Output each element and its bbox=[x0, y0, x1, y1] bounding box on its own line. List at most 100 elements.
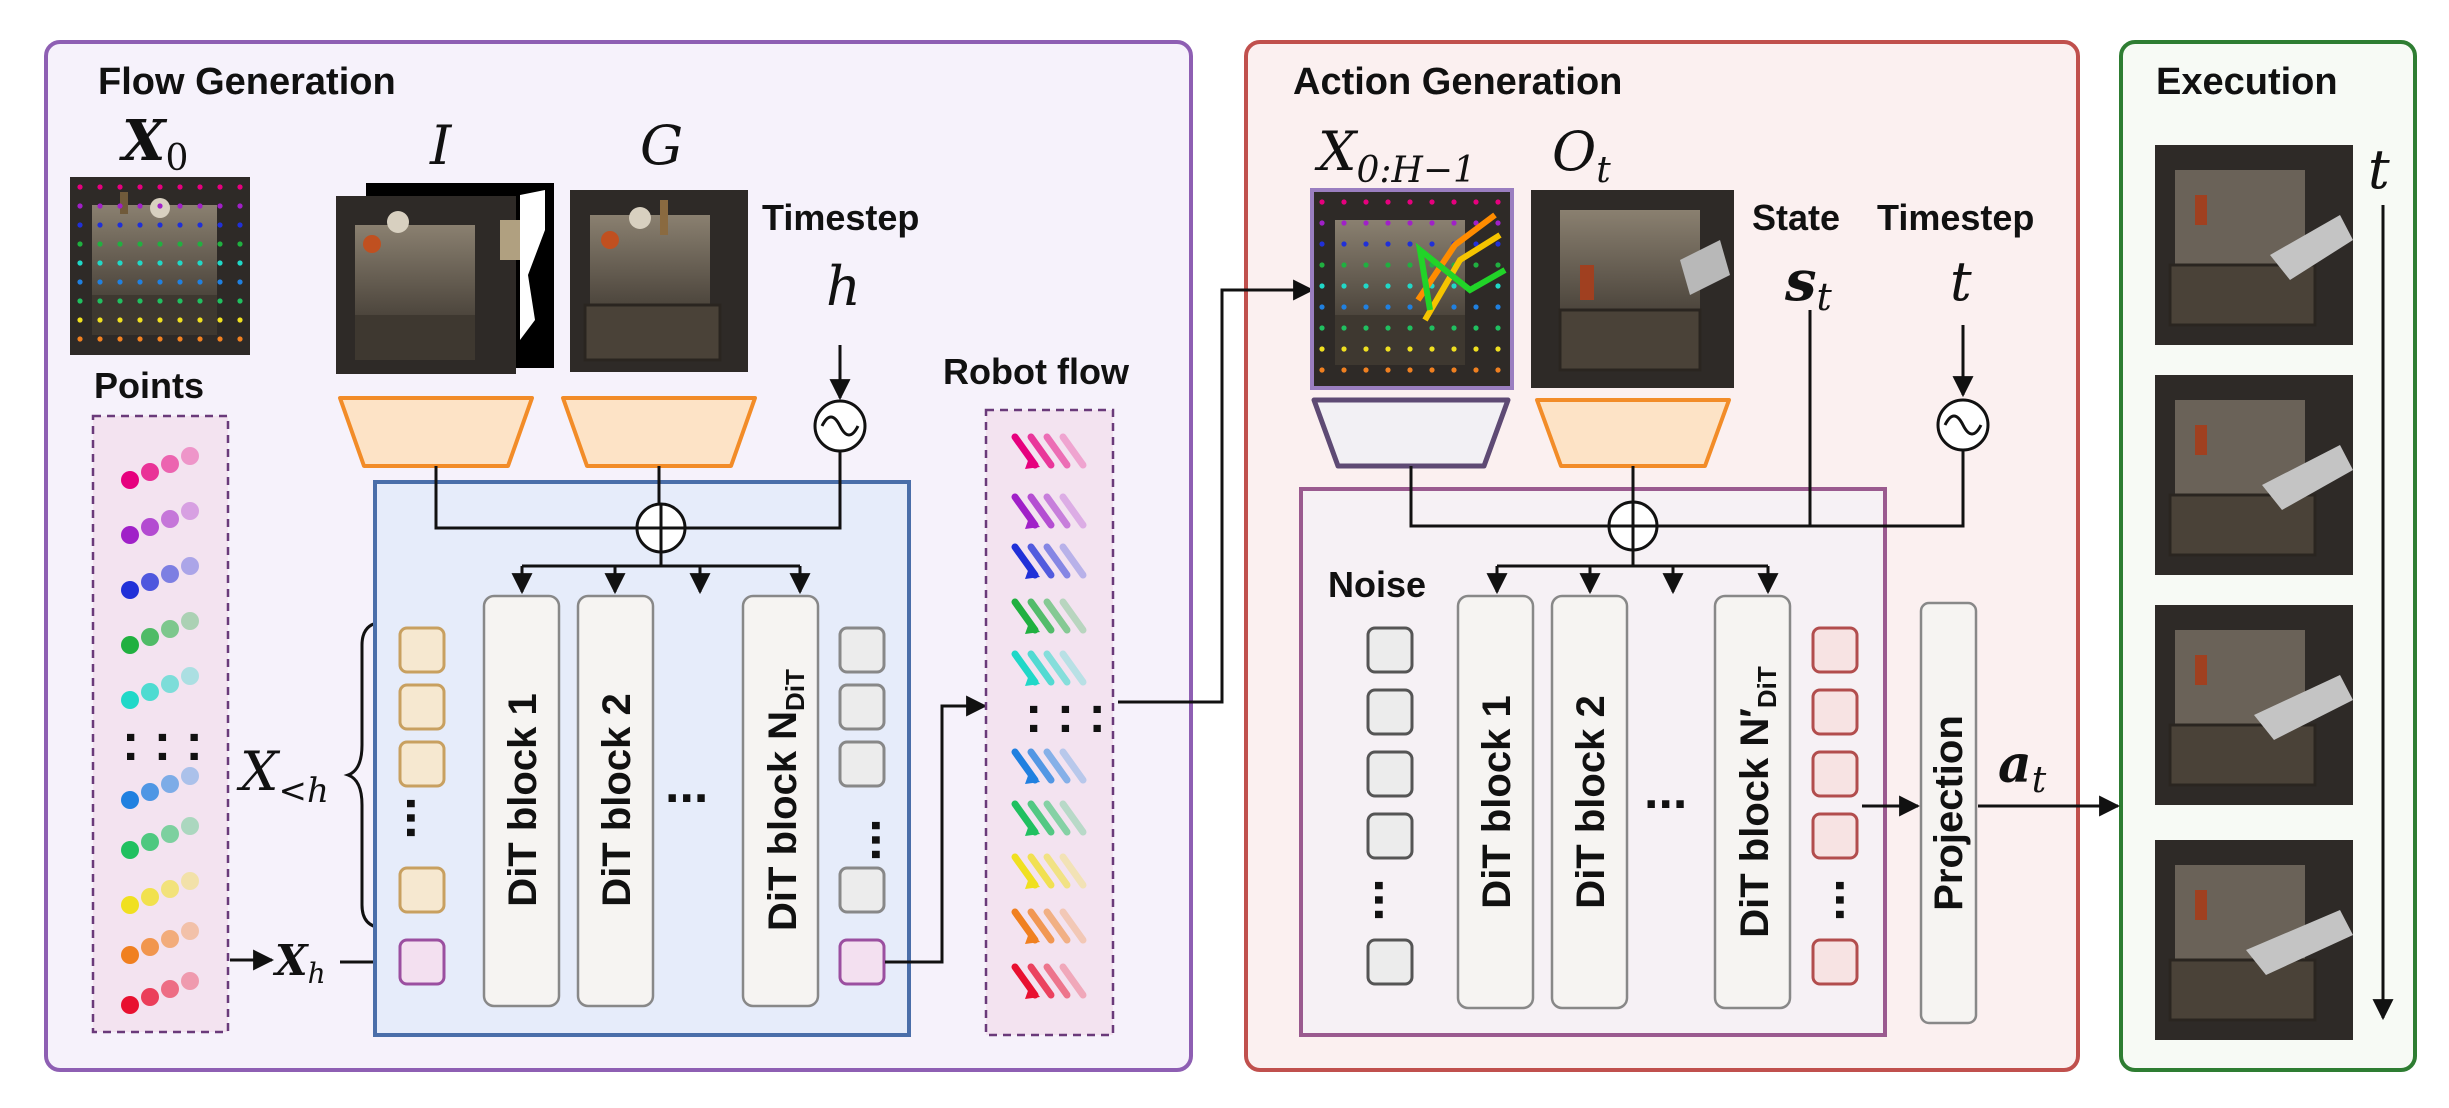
flow-dit-ellipsis: ... bbox=[665, 756, 708, 814]
point-trail bbox=[121, 996, 139, 1014]
grid-point bbox=[197, 222, 203, 228]
grid-point bbox=[97, 336, 103, 342]
grid-point bbox=[1319, 346, 1325, 352]
state-symbol: st bbox=[1784, 248, 1833, 319]
grid-point bbox=[137, 241, 143, 247]
grid-point bbox=[237, 317, 243, 323]
grid-point bbox=[1385, 283, 1391, 289]
grid-point bbox=[1407, 325, 1413, 331]
grid-point bbox=[1473, 367, 1479, 373]
grid-point bbox=[217, 203, 223, 209]
grid-point bbox=[1341, 346, 1347, 352]
flow-arrow bbox=[1027, 963, 1055, 999]
grid-point bbox=[1495, 241, 1501, 247]
robot-flow-container bbox=[984, 408, 1115, 1037]
flow-encoder bbox=[1311, 397, 1511, 469]
grid-point bbox=[1319, 220, 1325, 226]
grid-point bbox=[1451, 304, 1457, 310]
point-trail bbox=[141, 783, 159, 801]
flow-arrow bbox=[1059, 908, 1087, 944]
grid-point bbox=[1429, 199, 1435, 205]
flow-arrow bbox=[1043, 433, 1071, 469]
projection-block bbox=[1919, 601, 1978, 1025]
grid-point bbox=[117, 184, 123, 190]
grid-point bbox=[97, 241, 103, 247]
x0-initial-image bbox=[70, 177, 250, 355]
image-label: I bbox=[429, 114, 453, 177]
flow-arrow bbox=[1027, 748, 1055, 784]
grid-point bbox=[1407, 346, 1413, 352]
image-observation bbox=[336, 183, 554, 374]
output-token bbox=[838, 866, 886, 914]
point-trail bbox=[161, 775, 179, 793]
point-trail bbox=[161, 930, 179, 948]
grid-point bbox=[1341, 367, 1347, 373]
grid-point bbox=[217, 241, 223, 247]
noise-label: Noise bbox=[1328, 564, 1426, 605]
flow-arrow bbox=[1043, 908, 1071, 944]
grid-point bbox=[1341, 199, 1347, 205]
point-trail bbox=[121, 791, 139, 809]
execution-frame bbox=[2155, 145, 2353, 345]
grid-point bbox=[157, 260, 163, 266]
grid-point bbox=[197, 260, 203, 266]
grid-point bbox=[157, 203, 163, 209]
grid-point bbox=[177, 279, 183, 285]
point-trail bbox=[181, 972, 199, 990]
grid-point bbox=[1407, 304, 1413, 310]
grid-point bbox=[217, 298, 223, 304]
grid-point bbox=[237, 184, 243, 190]
flow-arrowhead bbox=[1025, 770, 1040, 784]
grid-point bbox=[1429, 367, 1435, 373]
grid-point bbox=[197, 203, 203, 209]
flow-h-label: h bbox=[826, 255, 861, 318]
grid-point bbox=[157, 241, 163, 247]
point-trail bbox=[161, 880, 179, 898]
grid-point bbox=[1473, 325, 1479, 331]
grid-point bbox=[1407, 367, 1413, 373]
grid-point bbox=[1451, 367, 1457, 373]
grid-point bbox=[1495, 283, 1501, 289]
flow-arrowhead bbox=[1025, 822, 1040, 836]
flow-overlay-image bbox=[1310, 188, 1514, 390]
grid-point bbox=[1495, 304, 1501, 310]
grid-point bbox=[117, 336, 123, 342]
points-column: : : : bbox=[121, 447, 203, 1014]
action-timestep-label: Timestep bbox=[1877, 197, 2034, 238]
grid-point bbox=[217, 260, 223, 266]
grid-point bbox=[157, 279, 163, 285]
flow-arrow bbox=[1059, 800, 1087, 836]
goal-encoder bbox=[561, 396, 757, 468]
point-trail bbox=[161, 455, 179, 473]
grid-point bbox=[1495, 367, 1501, 373]
grid-point bbox=[1363, 241, 1369, 247]
grid-point bbox=[77, 260, 83, 266]
grid-point bbox=[1385, 304, 1391, 310]
action-output-ellipsis: ... bbox=[1824, 878, 1882, 921]
observation-label: Ot bbox=[1552, 120, 1611, 191]
flow-arrow bbox=[1027, 493, 1055, 529]
grid-point bbox=[237, 279, 243, 285]
flow-arrow bbox=[1059, 598, 1087, 634]
grid-point bbox=[197, 279, 203, 285]
grid-point bbox=[97, 222, 103, 228]
action-token bbox=[1811, 812, 1859, 860]
image-encoder bbox=[338, 396, 534, 468]
grid-point bbox=[1319, 304, 1325, 310]
grid-point bbox=[1451, 325, 1457, 331]
grid-point bbox=[237, 298, 243, 304]
grid-point bbox=[237, 222, 243, 228]
grid-point bbox=[1473, 241, 1479, 247]
noise-token bbox=[1366, 938, 1414, 986]
robot-flow-arrows: : : : bbox=[1011, 433, 1106, 999]
grid-point bbox=[1385, 262, 1391, 268]
flow-dit-block-n-label: DiT block NDiT bbox=[761, 669, 810, 931]
point-trail bbox=[161, 510, 179, 528]
point-trail bbox=[141, 573, 159, 591]
flow-arrowhead bbox=[1025, 985, 1040, 999]
current-token bbox=[398, 938, 446, 986]
action-dit-block-1 bbox=[1456, 594, 1535, 1010]
point-trail bbox=[181, 557, 199, 575]
grid-point bbox=[1495, 220, 1501, 226]
